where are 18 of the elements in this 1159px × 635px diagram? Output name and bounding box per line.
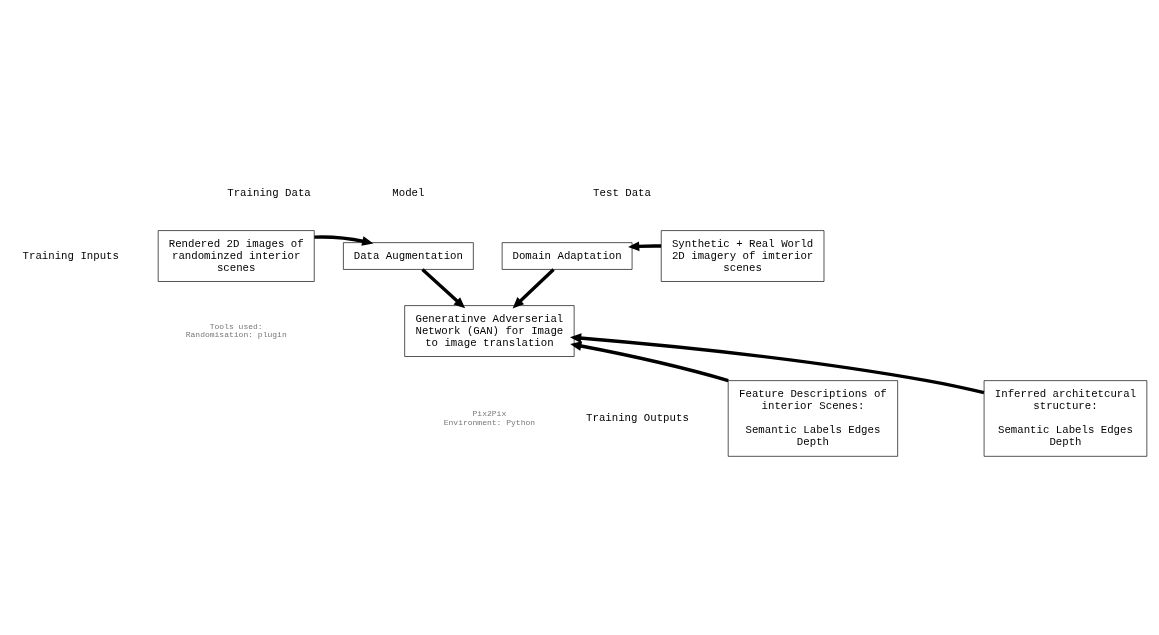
arrow (628, 240, 662, 251)
node-box: Synthetic + Real World 2D imagery of imterior scenes (660, 229, 825, 282)
arrow (314, 234, 374, 246)
label: Training Outputs (586, 411, 689, 424)
node-box: Domain Adaptation (501, 241, 633, 270)
node-box: Generatinve Adverserial Network (GAN) for Image to image translation (404, 304, 575, 357)
node-box: Inferred architetcural structure: Semantic Labels Edges Depth (983, 379, 1148, 457)
label: Test Data (593, 186, 651, 199)
arrow (512, 267, 555, 308)
arrow (570, 332, 985, 394)
arrow (570, 340, 729, 382)
label: Model (392, 186, 425, 199)
label: Training Inputs (22, 249, 119, 262)
node-box: Rendered 2D images of randominzed interior scenes (157, 229, 315, 282)
label: Training Data (227, 186, 311, 199)
node-box: Data Augmentation (343, 241, 474, 270)
arrow (421, 267, 466, 308)
node-box: Feature Descriptions of interior Scenes: Semantic Labels Edges Depth (727, 379, 898, 457)
